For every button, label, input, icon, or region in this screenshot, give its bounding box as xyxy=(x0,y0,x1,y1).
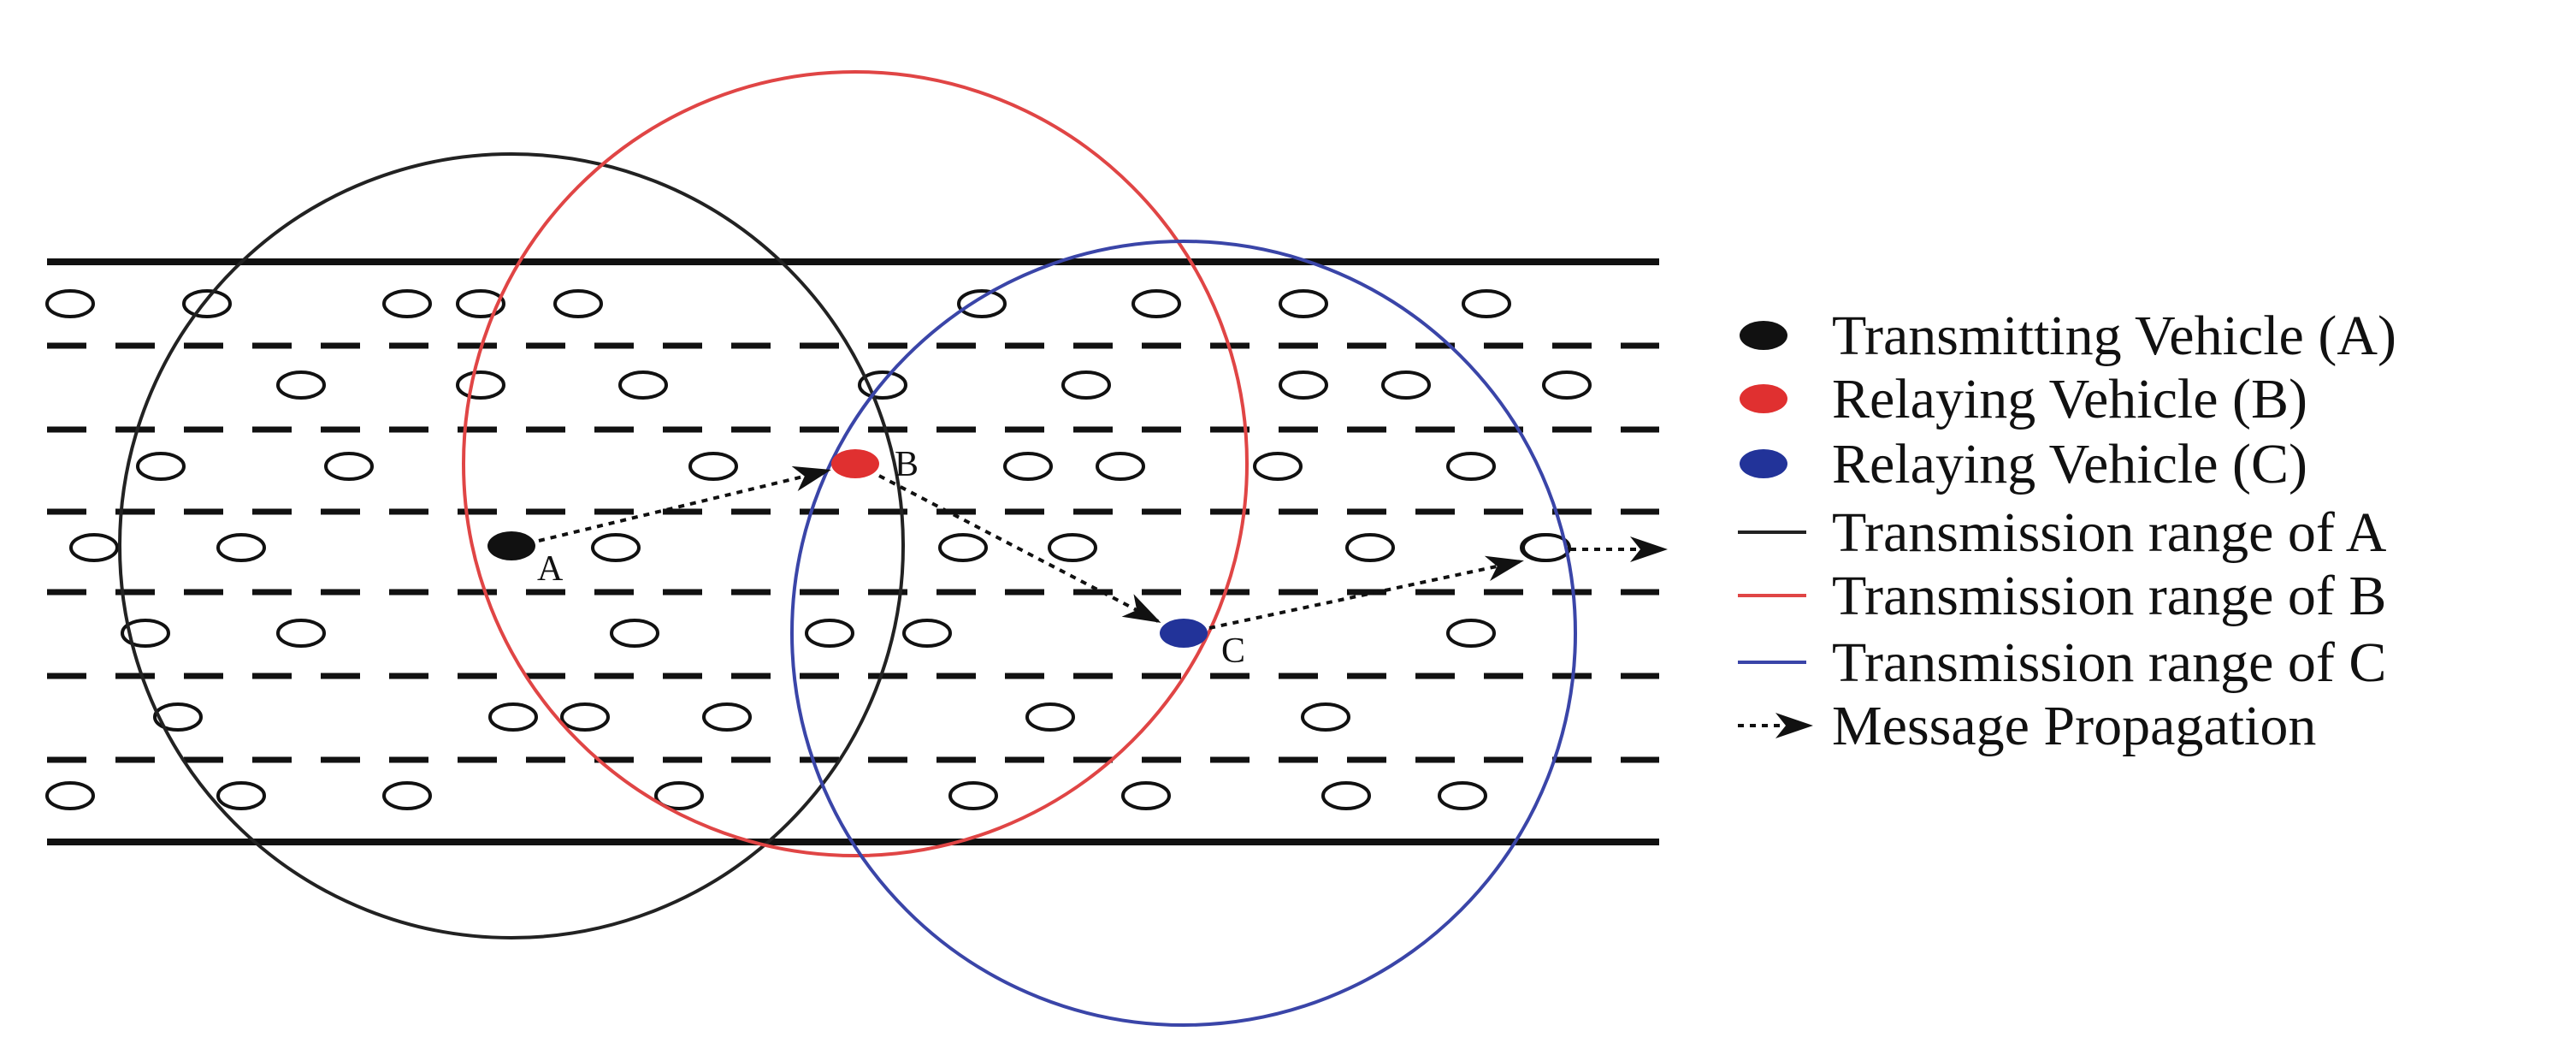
node-b-label: B xyxy=(895,445,919,484)
vehicle-icon xyxy=(948,781,998,810)
node-a-label: A xyxy=(537,549,564,589)
vehicle-icon xyxy=(121,619,170,648)
legend-label: Relaying Vehicle (B) xyxy=(1832,368,2307,430)
vehicle-icon xyxy=(456,370,505,400)
propagation-arrow-c-to-next xyxy=(1208,555,1524,630)
legend-item: Transmission range of B xyxy=(1738,565,2386,627)
vehicle-icon xyxy=(1438,781,1487,810)
legend-label: Transmission range of C xyxy=(1832,631,2386,694)
vehicle-icon xyxy=(1381,370,1431,400)
legend-item: Transmitting Vehicle (A) xyxy=(1740,305,2396,367)
message-propagation-path xyxy=(538,465,1668,630)
vehicle-icon xyxy=(69,533,119,562)
vehicle-icon xyxy=(1025,702,1075,732)
vehicle-icon xyxy=(1121,781,1171,810)
transmission-range-b xyxy=(462,70,1249,857)
node-c-label: C xyxy=(1221,631,1245,671)
legend-item: Transmission range of A xyxy=(1738,501,2387,564)
red-dot-icon xyxy=(1740,384,1787,413)
transmission-range-a xyxy=(118,152,905,939)
key-vehicles: A B C xyxy=(487,445,1245,671)
relaying-vehicle-c xyxy=(1160,619,1208,648)
vehicle-icon xyxy=(1048,533,1097,562)
vehicle-icon xyxy=(1301,702,1350,732)
vehicle-icon xyxy=(324,452,374,481)
vehicle-icon xyxy=(1096,452,1145,481)
transmission-ranges xyxy=(118,70,1577,1027)
vehicle-icon xyxy=(957,289,1007,318)
black-dot-icon xyxy=(1740,321,1787,350)
transmitting-vehicle-a xyxy=(487,531,535,560)
vehicle-icon xyxy=(654,781,704,810)
vehicle-icon xyxy=(1131,289,1181,318)
vehicle-icon xyxy=(702,702,752,732)
vehicle-icon xyxy=(45,781,95,810)
legend-item: Relaying Vehicle (C) xyxy=(1740,433,2307,495)
vehicle-icon xyxy=(1321,781,1371,810)
legend: Transmitting Vehicle (A)Relaying Vehicle… xyxy=(1738,305,2396,757)
legend-label: Transmission range of B xyxy=(1832,565,2386,627)
vehicle-icon xyxy=(591,533,641,562)
vehicle-icon xyxy=(1003,452,1053,481)
vehicle-icon xyxy=(610,619,659,648)
vehicle-icon xyxy=(216,533,266,562)
legend-item: Relaying Vehicle (B) xyxy=(1740,368,2307,430)
vehicle-icon xyxy=(488,702,538,732)
legend-label: Transmitting Vehicle (A) xyxy=(1832,305,2396,367)
blue-dot-icon xyxy=(1740,449,1787,478)
transmission-range-c xyxy=(790,240,1577,1027)
vehicle-icon xyxy=(938,533,988,562)
vehicle-icon xyxy=(1446,452,1496,481)
vehicle-icon xyxy=(456,289,505,318)
vehicle-icon xyxy=(560,702,610,732)
propagation-arrow-a-to-b xyxy=(538,465,831,542)
vehicle-icon xyxy=(382,781,432,810)
vehicle-icon xyxy=(153,702,203,732)
vehicle-icon xyxy=(1521,533,1571,562)
relaying-vehicle-b xyxy=(831,449,879,478)
vehicle-icon xyxy=(1279,370,1328,400)
vehicle-icon xyxy=(276,370,326,400)
vehicle-icon xyxy=(136,452,186,481)
legend-item: Transmission range of C xyxy=(1738,631,2386,694)
vehicle-icon xyxy=(688,452,738,481)
highway-road xyxy=(47,258,1659,845)
legend-label: Relaying Vehicle (C) xyxy=(1832,433,2307,495)
vehicle-icon xyxy=(902,619,952,648)
vehicle-icon xyxy=(553,289,603,318)
vehicle-icon xyxy=(1345,533,1395,562)
vehicle-grid xyxy=(45,289,1592,810)
vehicle-icon xyxy=(1462,289,1511,318)
legend-item: Message Propagation xyxy=(1738,695,2316,757)
vehicle-icon xyxy=(1061,370,1111,400)
legend-label: Message Propagation xyxy=(1832,695,2316,757)
vehicle-icon xyxy=(1279,289,1328,318)
vehicle-icon xyxy=(382,289,432,318)
vehicle-icon xyxy=(276,619,326,648)
vehicle-icon xyxy=(1446,619,1496,648)
vehicle-icon xyxy=(216,781,266,810)
propagation-arrow-b-to-c xyxy=(878,474,1161,623)
vehicle-icon xyxy=(805,619,854,648)
vehicle-icon xyxy=(182,289,232,318)
legend-label: Transmission range of A xyxy=(1832,501,2387,564)
vehicle-icon xyxy=(45,289,95,318)
vehicle-icon xyxy=(1542,370,1592,400)
vehicle-icon xyxy=(618,370,668,400)
vehicle-icon xyxy=(1253,452,1303,481)
